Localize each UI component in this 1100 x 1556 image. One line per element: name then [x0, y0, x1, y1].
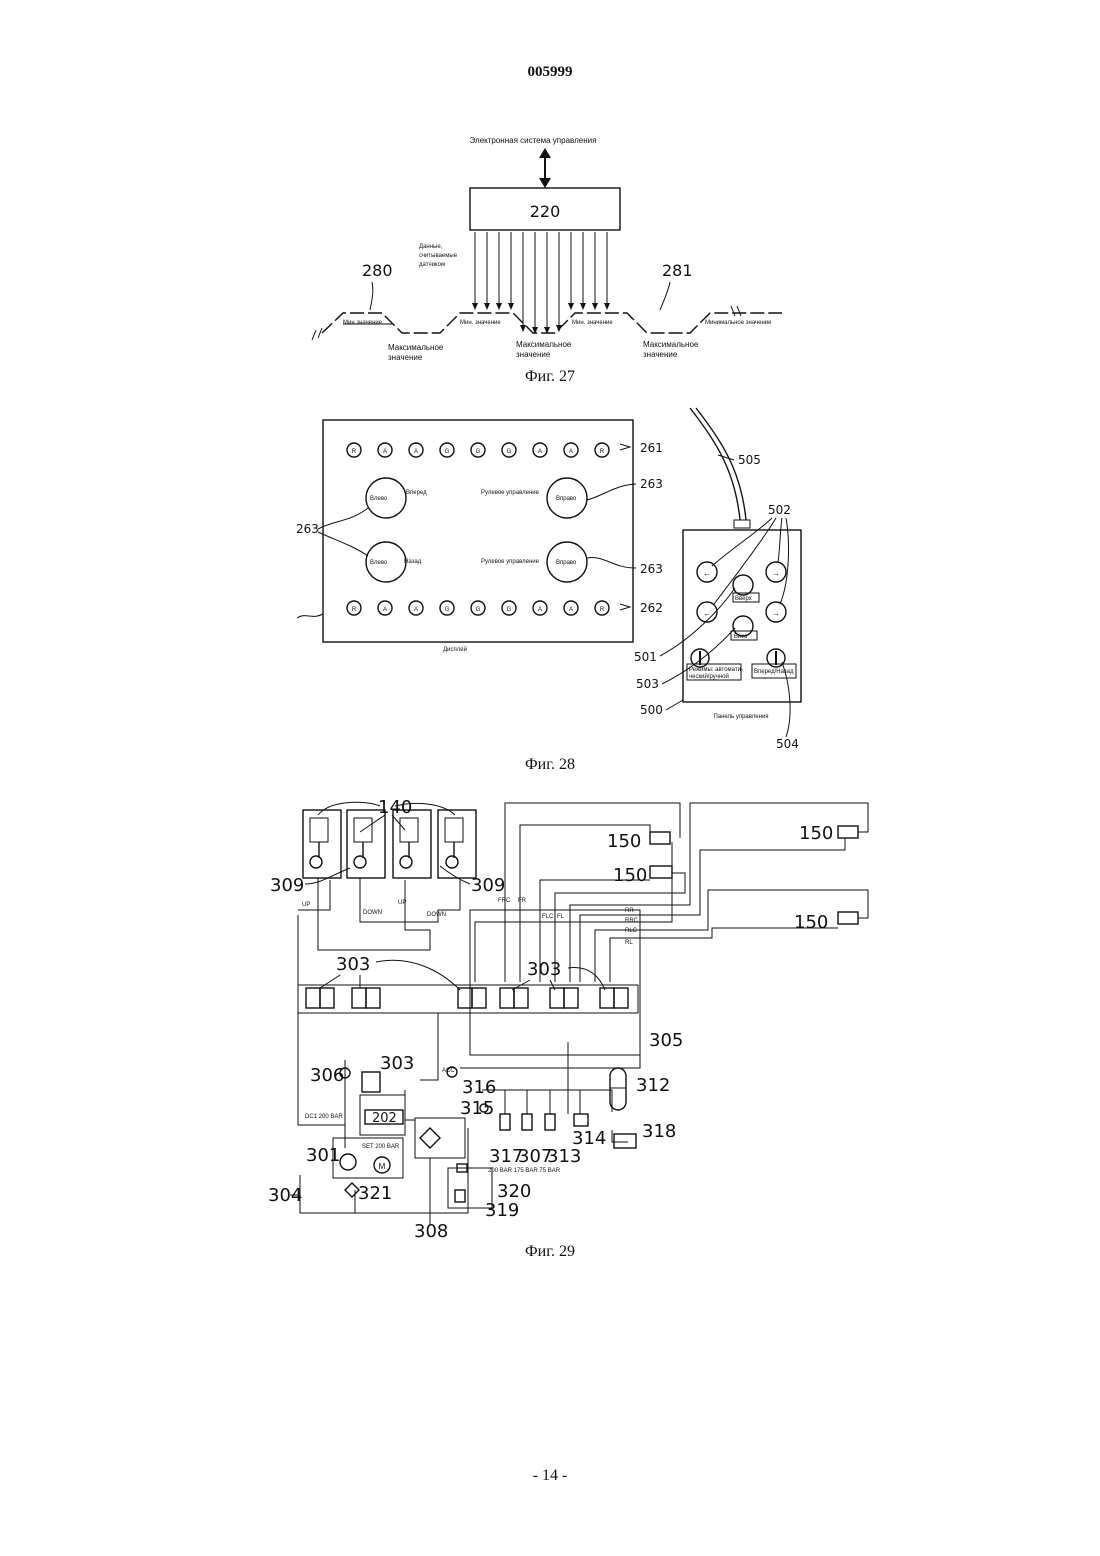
- fig29-pump: [340, 1154, 356, 1170]
- fig29-pressure-switch-307: [522, 1114, 532, 1130]
- fig29-ref-303-pump: 303: [380, 1053, 414, 1074]
- fig29-ref-318: 318: [642, 1121, 676, 1142]
- fig29-tag-pressure-b: SET 200 BAR: [362, 1144, 400, 1150]
- fig29-tag-rl: RL: [625, 940, 633, 946]
- motor-icon: M: [379, 1162, 386, 1171]
- fig29-ref-303-left: 303: [336, 954, 370, 975]
- fig29-actuator-150-a: [650, 832, 670, 844]
- fig29-ref-301: 301: [306, 1145, 340, 1166]
- fig29-ref-309-left-leader: [305, 868, 350, 884]
- fig29-ref-309-right-leader: [440, 866, 470, 884]
- fig29-ref-312: 312: [636, 1075, 670, 1096]
- fig29-actuator-150-c: [838, 826, 858, 838]
- fig29-tag-rlc: RLC: [625, 928, 638, 934]
- fig29-pressure-switch-313: [545, 1114, 555, 1130]
- fig29-tag-rr: RR: [625, 908, 634, 914]
- fig29-piping: [298, 803, 868, 1213]
- fig29-ref-305: 305: [649, 1030, 683, 1051]
- fig29-valve-318: [614, 1134, 636, 1148]
- fig29-tag-rrc: RRC: [625, 918, 639, 924]
- fig29-ref-150-a: 150: [607, 831, 641, 852]
- fig29-cylinder-group-140: [303, 810, 476, 878]
- fig29-ref-320: 320: [497, 1181, 531, 1202]
- fig29-ref-308: 308: [414, 1221, 448, 1242]
- fig29-tag-down-left: DOWN: [363, 910, 382, 916]
- fig29-valve-manifold: [298, 985, 638, 1013]
- fig29-ref-313: 313: [547, 1146, 581, 1167]
- fig29-tag-pressure-c: 200 BAR 175 BAR 75 BAR: [488, 1168, 561, 1174]
- fig29-ref-309-left: 309: [270, 875, 304, 896]
- fig29-ref-314: 314: [572, 1128, 606, 1149]
- page-footer: - 14 -: [0, 1467, 1100, 1485]
- fig29-tag-pressure-a: DC1 200 BAR: [305, 1114, 343, 1120]
- fig29-ref-309-right: 309: [471, 875, 505, 896]
- fig29-ref-150-b: 150: [613, 865, 647, 886]
- fig29-ref-315: 315: [460, 1098, 494, 1119]
- fig29-ref-306: 306: [310, 1065, 344, 1086]
- fig29-tag-down-right: DOWN: [427, 912, 446, 918]
- fig29-tag-fr: FR: [518, 898, 527, 904]
- fig29-level-sensor-319: [455, 1190, 465, 1202]
- fig29-caption: Фиг. 29: [0, 1243, 1100, 1261]
- fig29-ref-150-d: 150: [794, 912, 828, 933]
- fig29-filter-321: [345, 1183, 359, 1197]
- fig29-heat-exchanger-308: [420, 1128, 440, 1148]
- fig29-ref-319: 319: [485, 1200, 519, 1221]
- fig29-solenoid-valve: [362, 1072, 380, 1092]
- fig29-tag-up-right: UP: [398, 900, 406, 906]
- fig29-tag-fl: FL: [557, 914, 565, 920]
- fig29-ref-140: 140: [378, 797, 412, 818]
- fig29-ref-303-right: 303: [527, 959, 561, 980]
- fig29-actuator-150-d: [838, 912, 858, 924]
- fig29-ref-202: 202: [372, 1111, 397, 1126]
- fig29-tag-up-left: UP: [302, 902, 310, 908]
- fig29-actuator-150-b: [650, 866, 672, 878]
- fig29-ref-321: 321: [358, 1183, 392, 1204]
- fig29-ref-150-c: 150: [799, 823, 833, 844]
- fig29-sensor-314: [574, 1114, 588, 1126]
- fig29-ref-316: 316: [462, 1077, 496, 1098]
- fig29-tag-frc: FRC: [498, 898, 511, 904]
- fig29-tag-flc: FLC: [542, 914, 554, 920]
- fig29-pressure-switch-317: [500, 1114, 510, 1130]
